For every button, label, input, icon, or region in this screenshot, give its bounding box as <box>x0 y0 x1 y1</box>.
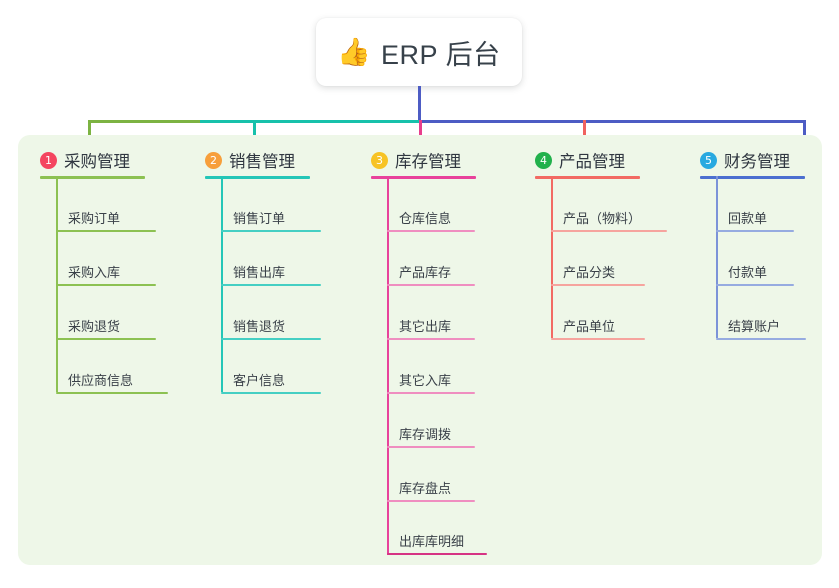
list-item[interactable]: 产品单位 <box>551 286 645 340</box>
item-label: 付款单 <box>728 265 768 280</box>
root-title: ERP 后台 <box>381 39 501 70</box>
item-underline <box>221 392 321 394</box>
column-title-1: 采购管理 <box>64 153 130 171</box>
list-item[interactable]: 客户信息 <box>221 340 321 394</box>
badge-number-4: 4 <box>535 151 552 169</box>
list-item[interactable]: 采购入库 <box>56 232 156 286</box>
item-label: 采购订单 <box>68 211 121 226</box>
list-item[interactable]: 采购订单 <box>56 176 156 232</box>
item-underline <box>387 500 475 502</box>
connector-bus-teal <box>200 120 420 123</box>
list-item[interactable]: 产品（物料） <box>551 176 667 232</box>
item-underline <box>387 230 475 232</box>
item-label: 销售订单 <box>233 211 286 226</box>
connector-bus-blue <box>419 120 806 123</box>
list-item[interactable]: 出库库明细 <box>387 502 487 555</box>
badge-number-3: 3 <box>371 151 388 169</box>
badge-number-5: 5 <box>700 151 717 169</box>
column-title-5: 财务管理 <box>724 153 790 171</box>
list-item[interactable]: 采购退货 <box>56 286 156 340</box>
item-label: 其它入库 <box>399 373 452 388</box>
item-underline <box>716 284 794 286</box>
column-underline-3 <box>371 176 476 179</box>
item-label: 销售出库 <box>233 265 286 280</box>
item-label: 销售退货 <box>233 319 286 334</box>
list-item[interactable]: 回款单 <box>716 176 794 232</box>
item-label: 其它出库 <box>399 319 452 334</box>
item-label: 库存盘点 <box>399 481 452 496</box>
column-title-2: 销售管理 <box>229 153 295 171</box>
item-underline <box>716 338 806 340</box>
content-panel <box>18 135 822 565</box>
item-underline <box>387 392 475 394</box>
column-underline-4 <box>535 176 640 179</box>
item-underline <box>56 392 168 394</box>
column-spine-4 <box>551 176 553 338</box>
item-underline <box>387 284 475 286</box>
column-header-5[interactable]: 5 财务管理 <box>700 148 790 172</box>
item-label: 回款单 <box>728 211 768 226</box>
list-item[interactable]: 产品库存 <box>387 232 475 286</box>
list-item[interactable]: 其它入库 <box>387 340 475 394</box>
item-underline <box>221 284 321 286</box>
item-label: 采购入库 <box>68 265 121 280</box>
list-item[interactable]: 其它出库 <box>387 286 475 340</box>
item-underline <box>387 446 475 448</box>
connector-bus-green <box>88 120 201 123</box>
item-underline <box>551 230 667 232</box>
list-item[interactable]: 产品分类 <box>551 232 645 286</box>
list-item[interactable]: 销售出库 <box>221 232 321 286</box>
column-underline-1 <box>40 176 145 179</box>
item-underline <box>716 230 794 232</box>
item-label: 出库库明细 <box>399 534 465 549</box>
item-label: 产品（物料） <box>563 211 642 226</box>
badge-number-2: 2 <box>205 151 222 169</box>
list-item[interactable]: 库存调拨 <box>387 394 475 448</box>
list-item[interactable]: 结算账户 <box>716 286 806 340</box>
root-node[interactable]: 👍 ERP 后台 <box>316 18 522 86</box>
list-item[interactable]: 仓库信息 <box>387 176 475 232</box>
item-underline <box>221 338 321 340</box>
item-underline <box>56 338 156 340</box>
item-label: 产品库存 <box>399 265 452 280</box>
column-title-3: 库存管理 <box>395 153 461 171</box>
column-spine-3 <box>387 176 389 555</box>
column-header-1[interactable]: 1 采购管理 <box>40 148 130 172</box>
item-label: 产品单位 <box>563 319 616 334</box>
item-label: 采购退货 <box>68 319 121 334</box>
list-item[interactable]: 销售订单 <box>221 176 321 232</box>
item-label: 供应商信息 <box>68 373 134 388</box>
list-item[interactable]: 库存盘点 <box>387 448 475 502</box>
column-title-4: 产品管理 <box>559 153 625 171</box>
list-item[interactable]: 供应商信息 <box>56 340 168 394</box>
item-underline <box>387 553 487 555</box>
item-underline <box>551 284 645 286</box>
column-underline-2 <box>205 176 310 179</box>
item-label: 客户信息 <box>233 373 286 388</box>
item-label: 产品分类 <box>563 265 616 280</box>
item-label: 结算账户 <box>728 319 781 334</box>
column-header-4[interactable]: 4 产品管理 <box>535 148 625 172</box>
item-label: 库存调拨 <box>399 427 452 442</box>
item-underline <box>221 230 321 232</box>
column-spine-5 <box>716 176 718 338</box>
column-header-2[interactable]: 2 销售管理 <box>205 148 295 172</box>
item-underline <box>551 338 645 340</box>
item-underline <box>56 284 156 286</box>
list-item[interactable]: 付款单 <box>716 232 794 286</box>
list-item[interactable]: 销售退货 <box>221 286 321 340</box>
connector-root-drop <box>418 86 421 122</box>
badge-number-1: 1 <box>40 151 57 169</box>
column-header-3[interactable]: 3 库存管理 <box>371 148 461 172</box>
item-label: 仓库信息 <box>399 211 452 226</box>
item-underline <box>56 230 156 232</box>
column-underline-5 <box>700 176 805 179</box>
thumbs-up-emoji: 👍 <box>337 36 372 67</box>
item-underline <box>387 338 475 340</box>
